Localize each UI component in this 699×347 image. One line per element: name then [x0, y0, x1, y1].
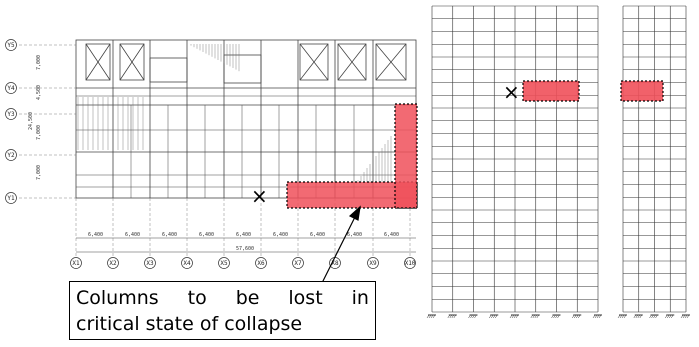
axis-label: X10: [405, 260, 416, 267]
elevation-1-highlight: [522, 80, 580, 102]
axis-bubble: [70, 257, 82, 269]
elevation-2-highlight: [620, 80, 664, 102]
elevation-frame-1: [426, 5, 602, 319]
axis-label: Y3: [7, 111, 15, 118]
collapse-caption: Columns to be lost in critical state of …: [69, 281, 376, 340]
axis-bubble: [5, 82, 17, 94]
caption-line-1: Columns to be lost in: [76, 285, 369, 311]
left-dimension-labels: 7,000 4,500 7,000 7,000 24,500: [28, 55, 42, 180]
dim-7: 6,400: [310, 232, 325, 238]
caption-word-4: lost: [288, 287, 323, 309]
axis-label: Y2: [7, 152, 15, 159]
axis-bubble: [107, 257, 119, 269]
dim-left-2: 4,500: [36, 85, 42, 100]
dim-total: 57,600: [236, 246, 254, 252]
axis-bubble: [404, 257, 416, 269]
axis-label: X7: [294, 260, 302, 267]
dim-left-total: 24,500: [28, 112, 34, 130]
axis-bubble: [367, 257, 379, 269]
dim-9: 6,400: [384, 232, 399, 238]
dim-6: 6,400: [273, 232, 288, 238]
axis-bubble: [5, 192, 17, 204]
axis-bubble: [5, 39, 17, 51]
bay-dimension-labels: 6,400 6,400 6,400 6,400 6,400 6,400 6,40…: [88, 232, 399, 252]
floor-plan: [75, 39, 417, 199]
axis-label: X2: [109, 260, 117, 267]
dim-4: 6,400: [199, 232, 214, 238]
axis-label: X9: [369, 260, 377, 267]
elevation-frame-2: [617, 5, 690, 319]
axis-label: Y4: [7, 85, 15, 92]
dim-1: 6,400: [88, 232, 103, 238]
elevation-removed-mark: ×: [503, 80, 520, 104]
axis-bubble: [218, 257, 230, 269]
caption-word-5: in: [351, 287, 369, 309]
axis-label: Y5: [7, 42, 15, 49]
plan-highlight: [286, 103, 418, 209]
caption-word-1: Columns: [76, 287, 159, 309]
axis-bubble: [292, 257, 304, 269]
axis-bubble: [5, 149, 17, 161]
dim-2: 6,400: [125, 232, 140, 238]
axis-label: X6: [257, 260, 265, 267]
caption-arrow: [321, 205, 361, 284]
axis-label: Y1: [7, 195, 15, 202]
dim-left-1: 7,000: [36, 55, 42, 70]
dim-8: 6,400: [347, 232, 362, 238]
dim-3: 6,400: [162, 232, 177, 238]
axis-label: X1: [72, 260, 80, 267]
plan-dimensions: [76, 237, 416, 253]
axis-label: X3: [146, 260, 154, 267]
dim-left-3: 7,000: [36, 125, 42, 140]
axis-bubble: [255, 257, 267, 269]
dim-left-4: 7,000: [36, 165, 42, 180]
caption-word-2: to: [187, 287, 207, 309]
axis-bubble: [5, 108, 17, 120]
axis-label: X5: [220, 260, 228, 267]
axis-bubble: [181, 257, 193, 269]
removed-column-mark: ×: [251, 184, 268, 208]
caption-line-2: critical state of collapse: [76, 313, 303, 335]
axis-label: X8: [331, 260, 339, 267]
axis-label: X4: [183, 260, 191, 267]
dim-5: 6,400: [236, 232, 251, 238]
axis-bubble: [144, 257, 156, 269]
caption-word-3: be: [235, 287, 260, 309]
plan-hatching: [77, 44, 392, 182]
